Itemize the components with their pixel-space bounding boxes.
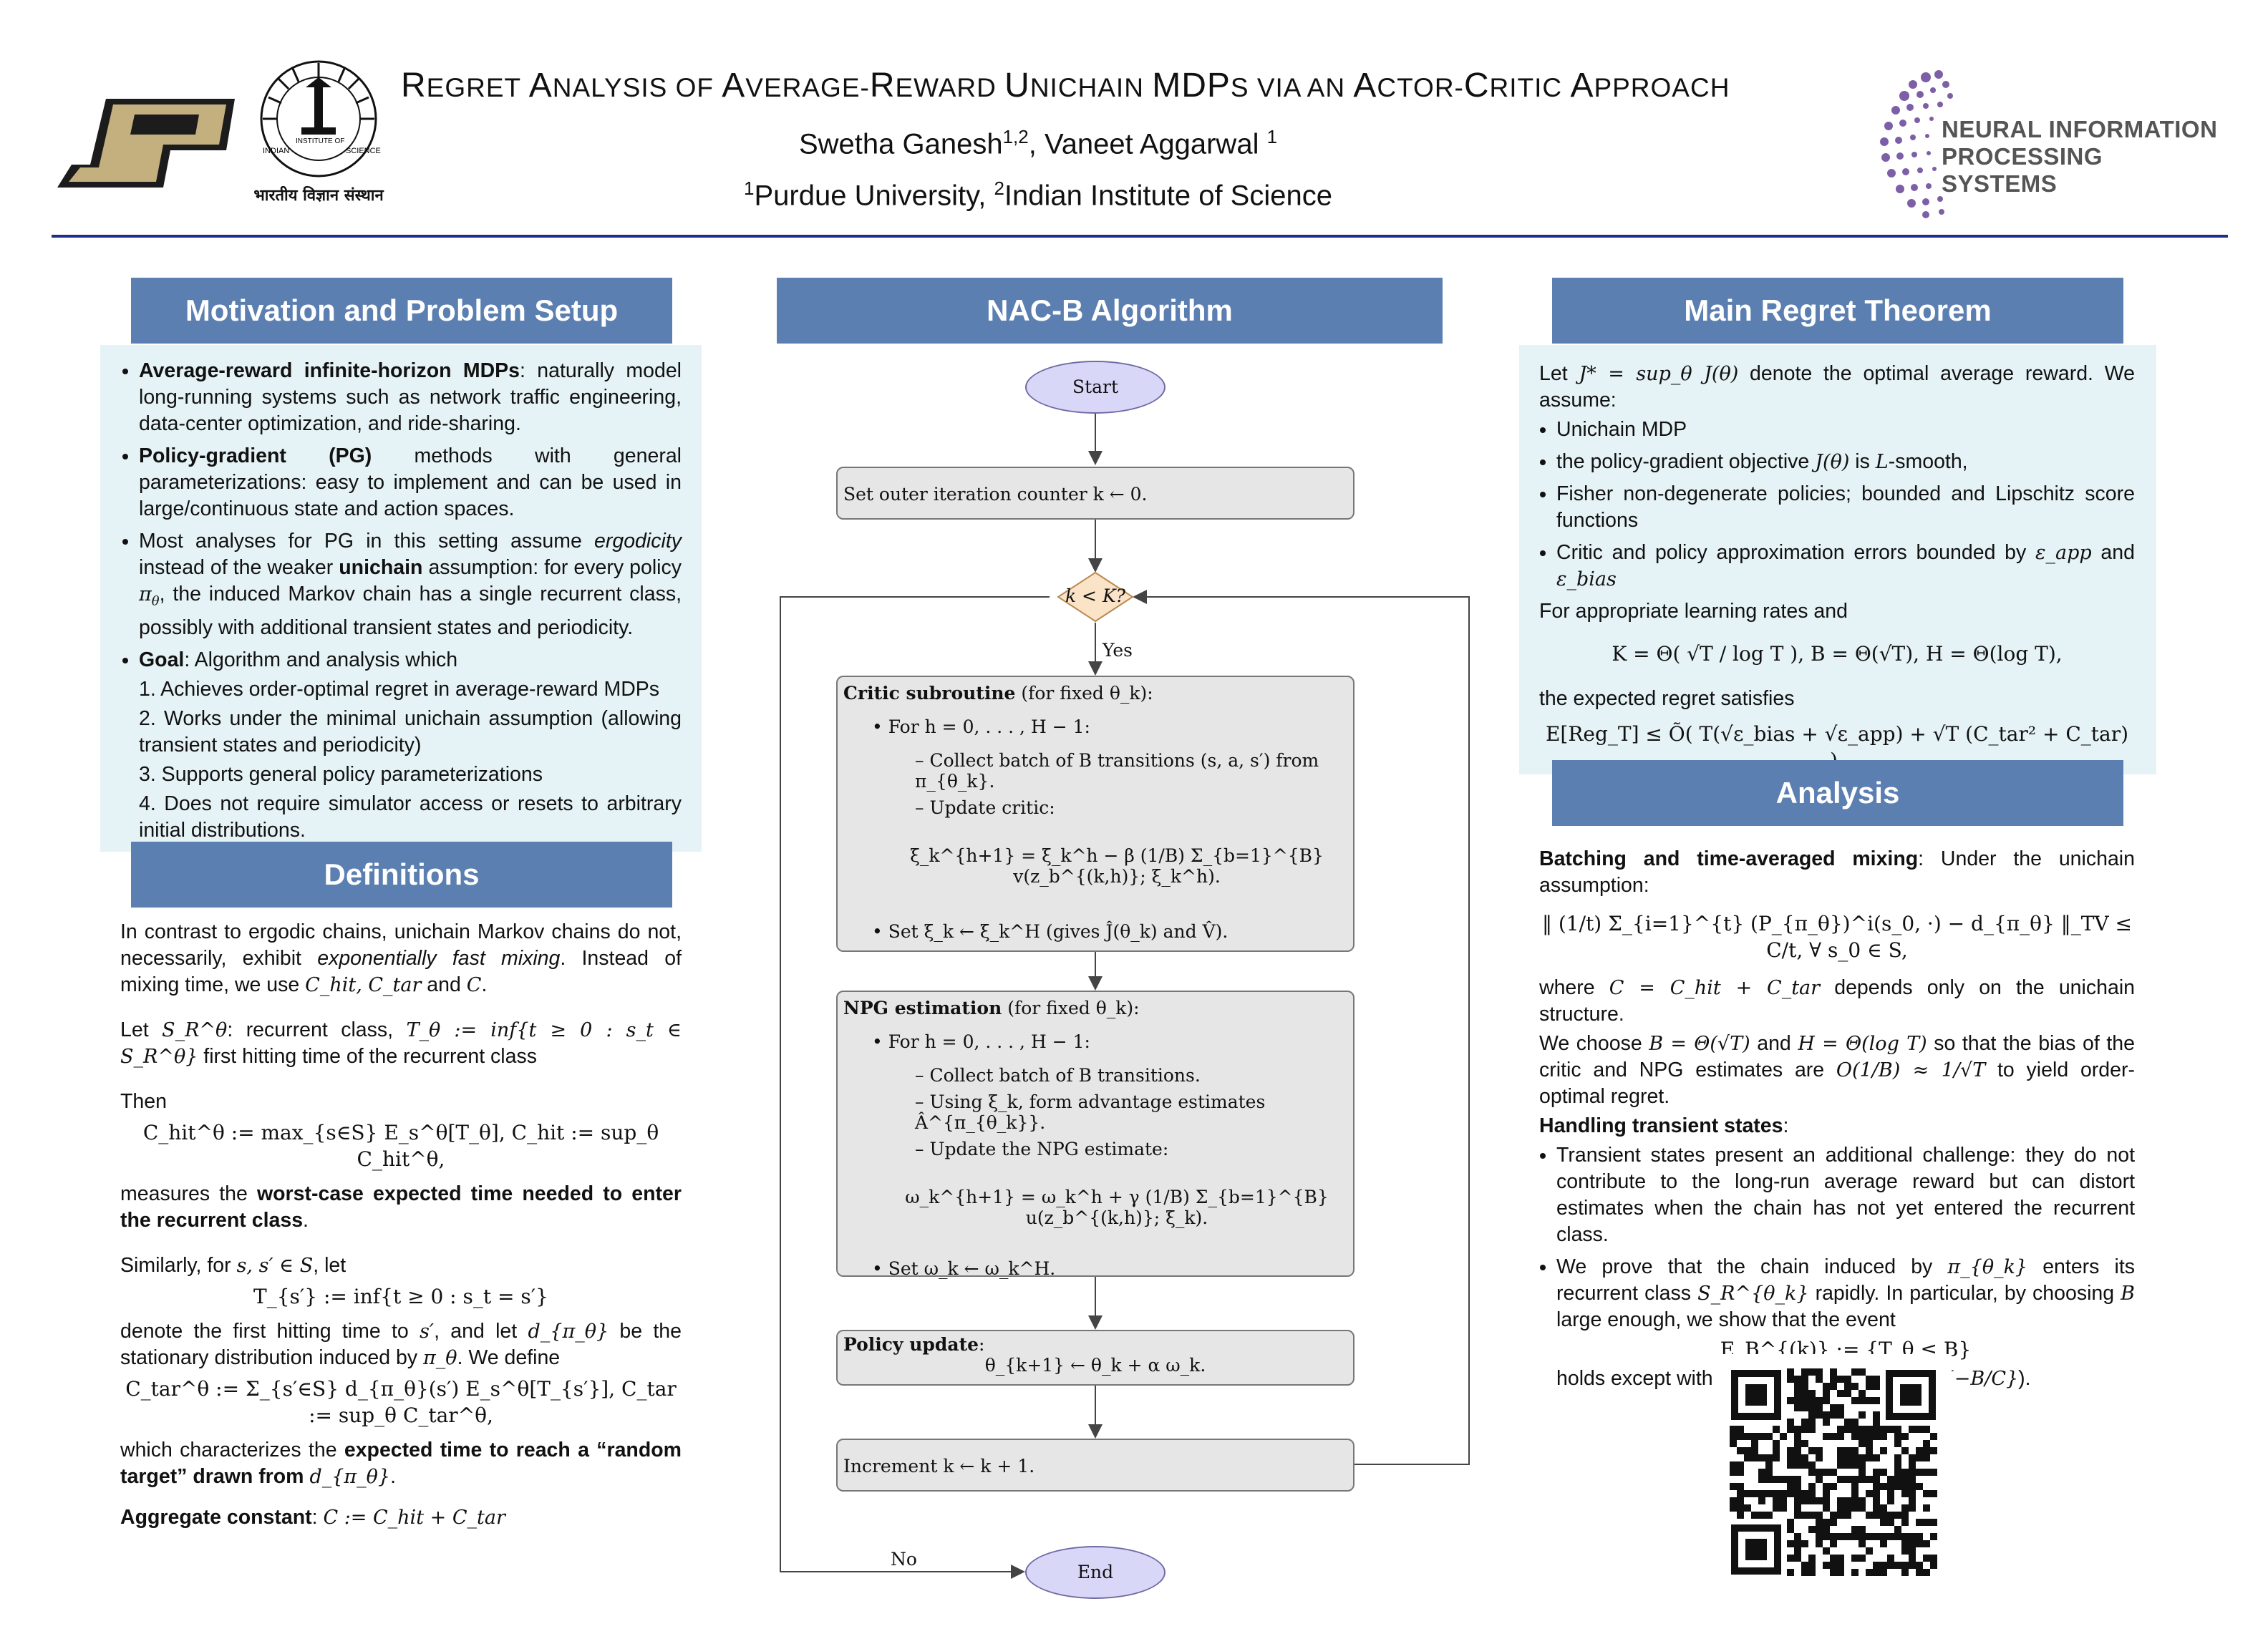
list-item: Policy-gradient (PG) methods with genera… <box>139 443 682 522</box>
list-item: the policy-gradient objective J(θ) is L-… <box>1556 449 2135 475</box>
motivation-heading: Motivation and Problem Setup <box>131 278 672 344</box>
analysis-heading: Analysis <box>1552 760 2123 826</box>
condition-diamond <box>1057 571 1134 623</box>
iisc-ring-left: INDIAN <box>263 147 289 155</box>
list-item: Average-reward infinite-horizon MDPs: na… <box>139 358 682 437</box>
npg-box: NPG estimation (for fixed θ_k): • For h … <box>836 991 1354 1279</box>
definitions-body: In contrast to ergodic chains, unichain … <box>120 920 682 1529</box>
poster-title: REGRET ANALYSIS OF AVERAGE-REWARD UNICHA… <box>401 67 1730 104</box>
theorem-panel <box>1519 345 2156 774</box>
condition-label: k < K? <box>1065 585 1126 606</box>
iisc-caption: भारतीय विज्ञान संस्थान <box>253 187 384 205</box>
theorem-equation-rates: K = Θ( √T / log T ), B = Θ(√T), H = Θ(lo… <box>1612 642 2063 666</box>
neurips-dots-icon <box>1880 70 1953 218</box>
list-item: Unichain MDP <box>1556 417 2135 443</box>
theorem-heading: Main Regret Theorem <box>1552 278 2123 344</box>
goal-item: 3. Supports general policy parameterizat… <box>139 762 543 786</box>
iisc-ring-top: INSTITUTE OF <box>296 137 344 145</box>
theorem-body: Let J* = sup_θ J(θ) denote the optimal a… <box>1539 361 2135 782</box>
policy-box: Policy update: θ_{k+1} ← θ_k + α ω_k. <box>836 1330 1354 1386</box>
theorem-equation-regret: E[Reg_T] ≤ Õ( T(√ε_bias + √ε_app) + √T (… <box>1545 722 2129 772</box>
increment-box: Increment k ← k + 1. <box>836 1439 1354 1492</box>
equation-chit: C_hit^θ := max_{s∈S} E_s^θ[T_θ], C_hit :… <box>142 1121 659 1171</box>
list-item: Most analyses for PG in this setting ass… <box>139 528 682 641</box>
goal-item: 1. Achieves order-optimal regret in aver… <box>139 677 660 701</box>
end-node: End <box>1025 1546 1166 1599</box>
goal-item: 2. Works under the minimal unichain assu… <box>139 706 682 757</box>
list-item: Goal: Algorithm and analysis which 1. Ac… <box>139 647 682 844</box>
iisc-ring-right: SCIENCE <box>346 147 381 155</box>
analysis-body: Batching and time-averaged mixing: Under… <box>1539 846 2135 1398</box>
motivation-panel <box>100 345 702 852</box>
equation-ctar: C_tar^θ := Σ_{s′∈S} d_{π_θ}(s′) E_s^θ[T_… <box>125 1377 677 1427</box>
algorithm-heading: NAC-B Algorithm <box>777 278 1443 344</box>
neurips-logo: NEURAL INFORMATION PROCESSING SYSTEMS <box>1876 69 2219 219</box>
list-item: Fisher non-degenerate policies; bounded … <box>1556 481 2135 534</box>
goal-item: 4. Does not require simulator access or … <box>139 792 682 842</box>
neurips-line1: NEURAL INFORMATION <box>1942 116 2218 142</box>
npg-equation: ω_k^{h+1} = ω_k^h + γ (1/B) Σ_{b=1}^{B} … <box>905 1187 1329 1228</box>
motivation-body: Average-reward infinite-horizon MDPs: na… <box>120 358 682 850</box>
header-rule <box>52 235 2228 238</box>
init-box: Set outer iteration counter k ← 0. <box>836 467 1354 520</box>
equation-ts: T_{s′} := inf{t ≥ 0 : s_t = s′} <box>253 1285 548 1308</box>
no-label: No <box>891 1549 917 1570</box>
critic-box: Critic subroutine (for fixed θ_k): • For… <box>836 676 1354 952</box>
affiliations: 1Purdue University, 2Indian Institute of… <box>744 177 1332 212</box>
list-item: Transient states present an additional c… <box>1556 1142 2135 1248</box>
iisc-logo: INDIAN SCIENCE INSTITUTE OF भारतीय विज्ञ… <box>240 59 397 209</box>
start-node: Start <box>1025 361 1166 414</box>
purdue-logo <box>57 99 235 188</box>
analysis-equation-mixing: ‖ (1/t) Σ_{i=1}^{t} (P_{π_θ})^i(s_0, ·) … <box>1541 912 2132 962</box>
list-item: Critic and policy approximation errors b… <box>1556 540 2135 593</box>
critic-equation: ξ_k^{h+1} = ξ_k^h − β (1/B) Σ_{b=1}^{B} … <box>910 845 1324 887</box>
definitions-heading: Definitions <box>131 842 672 908</box>
yes-label: Yes <box>1102 640 1133 661</box>
authors: Swetha Ganesh1,2, Vaneet Aggarwal 1 <box>798 126 1278 160</box>
neurips-line2: PROCESSING SYSTEMS <box>1942 143 2103 197</box>
qr-code[interactable] <box>1715 1354 1952 1590</box>
